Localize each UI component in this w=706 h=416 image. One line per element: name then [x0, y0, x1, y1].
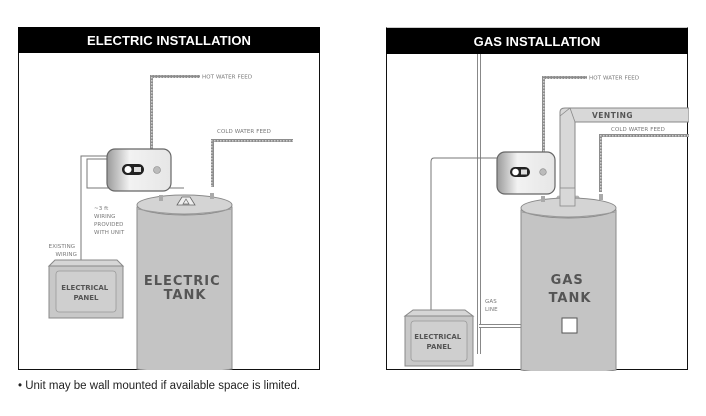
electrical-panel-label-line1: ELECTRICAL — [414, 333, 461, 341]
electrical-panel-box: ELECTRICAL PANEL — [403, 309, 475, 367]
gas-tank: GAS TANK — [520, 187, 617, 371]
electric-tank: ELECTRIC TANK — [136, 193, 233, 370]
electrical-panel-label-line1: ELECTRICAL — [61, 284, 108, 292]
hot-water-feed-pipe — [150, 75, 200, 155]
gas-installation-title: GAS INSTALLATION — [386, 28, 688, 54]
existing-wiring-label: EXISTING WIRING — [49, 244, 77, 258]
tankless-water-heater-unit — [106, 148, 172, 192]
gas-installation-diagram: GAS LINE HOT WATER FEED VENTING COLD WAT… — [403, 54, 689, 371]
hot-water-feed-label: HOT WATER FEED — [202, 75, 252, 81]
electric-tank-label-line2: TANK — [164, 288, 207, 303]
existing-wiring-line — [80, 155, 107, 281]
wiring-line — [430, 157, 497, 316]
venting-label: VENTING — [592, 111, 633, 120]
gas-tank-label-line2: TANK — [549, 291, 592, 306]
svg-text:ELECTRIC TANK: ELECTRIC TANK — [144, 274, 226, 303]
wall-mount-footnote: • Unit may be wall mounted if available … — [18, 380, 301, 392]
logo-icon — [153, 166, 161, 174]
electrical-panel-label-line2: PANEL — [426, 343, 452, 351]
svg-text:ELECTRICAL PANEL: ELECTRICAL PANEL — [61, 284, 110, 302]
logo-icon — [539, 168, 547, 176]
gas-valve — [561, 317, 578, 334]
svg-text:ELECTRICAL PANEL: ELECTRICAL PANEL — [414, 333, 463, 351]
gas-installation-panel: GAS INSTALLATION GAS LINE HOT WATER FEED… — [386, 27, 689, 371]
gas-tank-label-line1: GAS — [551, 273, 584, 288]
electric-installation-diagram: HOT WATER FEED COLD WATER FEED ~3 ft WIR… — [47, 75, 293, 370]
electrical-panel-box: ELECTRICAL PANEL — [47, 259, 125, 319]
electric-installation-panel: ELECTRIC INSTALLATION HOT WATER FEED COL… — [18, 27, 320, 370]
gas-line-label: GAS LINE — [485, 299, 499, 313]
wiring-note: ~3 ft WIRING PROVIDED WITH UNIT — [94, 206, 125, 236]
electric-installation-title: ELECTRIC INSTALLATION — [18, 27, 320, 53]
hot-water-feed-pipe — [542, 76, 587, 156]
hot-water-feed-label: HOT WATER FEED — [589, 76, 639, 82]
electrical-panel-label-line2: PANEL — [73, 294, 99, 302]
cold-water-feed-pipe — [211, 139, 293, 187]
cold-water-feed-label: COLD WATER FEED — [611, 127, 665, 133]
cold-water-feed-label: COLD WATER FEED — [217, 129, 271, 135]
cold-water-feed-pipe — [599, 134, 689, 192]
electric-tank-label-line1: ELECTRIC — [144, 274, 221, 289]
svg-text:GAS TANK: GAS TANK — [549, 273, 592, 306]
tankless-water-heater-unit — [496, 151, 556, 195]
